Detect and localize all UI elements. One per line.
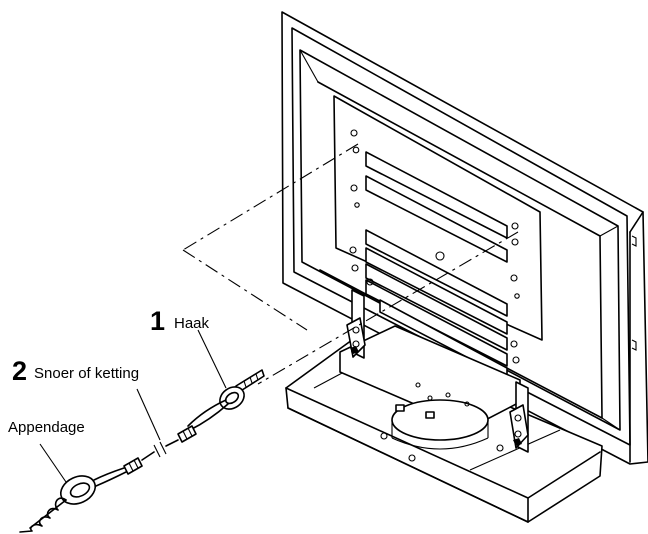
appendage-fixture <box>19 443 97 533</box>
screw-holes <box>349 129 520 364</box>
label-fixture: Appendage <box>8 419 85 436</box>
label-hook: 1 Haak <box>150 306 210 336</box>
label-hook-number: 1 <box>150 306 165 336</box>
cord <box>93 388 229 487</box>
label-cord-number: 2 <box>12 356 27 386</box>
label-hook-text: Haak <box>174 315 210 332</box>
label-fixture-text: Appendage <box>8 419 85 436</box>
tv-panel <box>281 11 648 465</box>
label-cord: 2 Snoer of ketting <box>12 356 139 386</box>
hook <box>197 329 265 410</box>
tv-stand <box>285 289 603 523</box>
guide-lines <box>182 143 519 385</box>
label-cord-text: Snoer of ketting <box>34 365 139 382</box>
